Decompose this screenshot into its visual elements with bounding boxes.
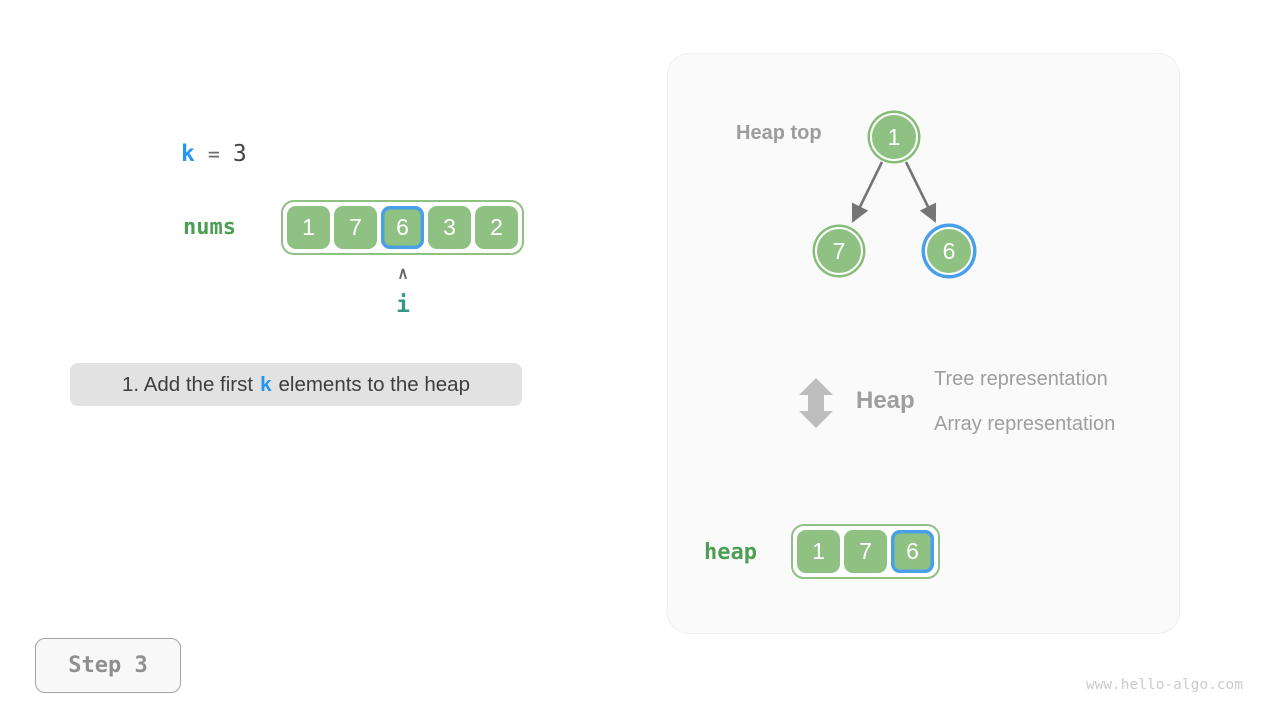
- tree-node-right-child-highlighted: 6: [925, 227, 973, 275]
- legend-array-representation: Array representation: [934, 413, 1116, 435]
- nums-cell: 3: [428, 206, 471, 249]
- double-vertical-arrow-icon: [799, 378, 833, 428]
- pointer-caret-icon: ∧: [397, 264, 409, 283]
- step-badge: Step 3: [35, 638, 181, 693]
- nums-cell-highlighted: 6: [381, 206, 424, 249]
- legend-tree-representation: Tree representation: [934, 368, 1108, 390]
- heap-cell: 1: [797, 530, 840, 573]
- watermark: www.hello-algo.com: [1085, 677, 1243, 693]
- k-assignment: k = 3: [181, 141, 247, 167]
- caption-suffix: elements to the heap: [278, 372, 470, 396]
- nums-cell: 1: [287, 206, 330, 249]
- tree-node-left-child: 7: [815, 227, 863, 275]
- edge-root-right: [904, 161, 937, 223]
- edge-root-left: [851, 161, 884, 223]
- tree-node-root: 1: [870, 113, 918, 161]
- nums-array-label: nums: [183, 215, 236, 240]
- pointer-i-label: i: [396, 292, 410, 318]
- k-variable: k: [181, 141, 195, 167]
- nums-cell: 2: [475, 206, 518, 249]
- nums-array: 1 7 6 3 2: [281, 200, 524, 255]
- caption-prefix: 1. Add the first: [122, 372, 254, 396]
- heap-array: 1 7 6: [791, 524, 940, 579]
- heap-visualization-panel: Heap top 1 7 6 Heap Tree representation …: [667, 53, 1180, 634]
- heap-array-label: heap: [704, 540, 757, 565]
- nums-cell: 7: [334, 206, 377, 249]
- heap-cell: 7: [844, 530, 887, 573]
- heap-cell-highlighted: 6: [891, 530, 934, 573]
- equals-sign: =: [207, 142, 220, 166]
- caption-k-variable: k: [260, 372, 272, 396]
- k-value: 3: [232, 141, 247, 167]
- legend-heap-label: Heap: [856, 387, 915, 414]
- heap-top-label: Heap top: [736, 122, 822, 144]
- tree-edges: [851, 161, 937, 223]
